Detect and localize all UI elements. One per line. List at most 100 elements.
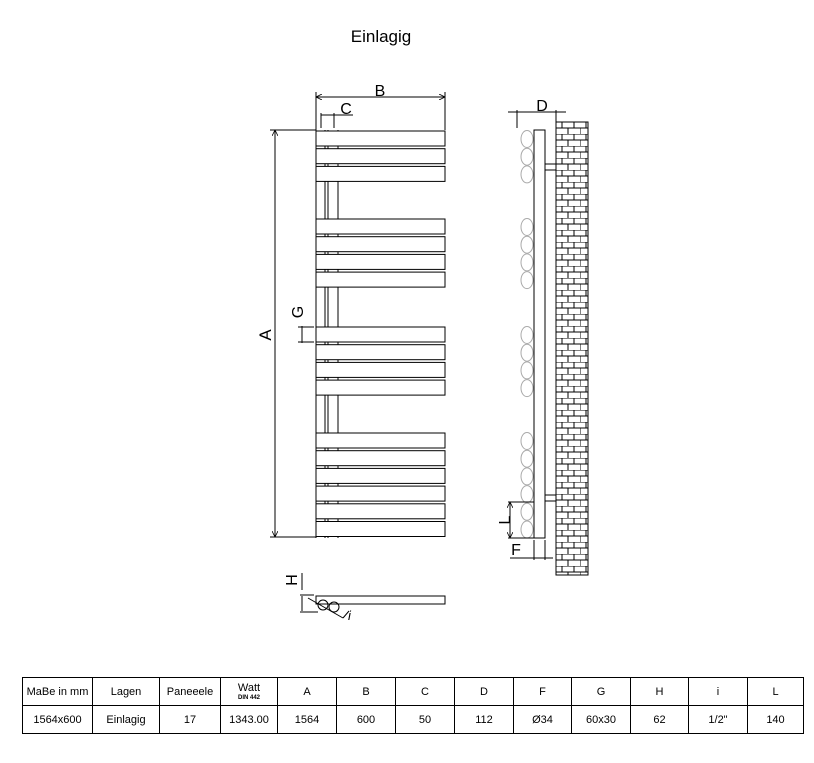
header-label: L bbox=[772, 685, 779, 698]
label-f: F bbox=[511, 542, 521, 559]
panel bbox=[315, 326, 446, 343]
table-cell: Ø34 bbox=[513, 705, 572, 734]
dimension-h bbox=[300, 573, 350, 619]
panel bbox=[315, 271, 446, 288]
table-cell: 600 bbox=[336, 705, 396, 734]
table-header-cell: i bbox=[688, 677, 748, 706]
table-cell: Einlagig bbox=[92, 705, 160, 734]
towel-oval bbox=[520, 271, 534, 290]
diagram-title: Einlagig bbox=[350, 27, 412, 46]
table-header-cell: A bbox=[277, 677, 337, 706]
panel bbox=[315, 361, 446, 378]
towel-oval bbox=[520, 520, 534, 539]
header-label: G bbox=[596, 685, 606, 698]
radiator-top-view bbox=[315, 595, 446, 605]
label-h: H bbox=[284, 574, 301, 586]
table-cell: 1/2" bbox=[688, 705, 748, 734]
header-label: Paneeele bbox=[166, 685, 214, 698]
header-label: D bbox=[480, 685, 488, 698]
table-cell: 17 bbox=[159, 705, 221, 734]
dimension-b bbox=[315, 92, 446, 130]
towel-oval bbox=[520, 165, 534, 184]
towel-oval bbox=[520, 449, 534, 468]
header-label: i bbox=[716, 685, 720, 698]
panel bbox=[315, 379, 446, 396]
table-cell: 140 bbox=[747, 705, 804, 734]
panel bbox=[315, 218, 446, 235]
towel-oval bbox=[520, 467, 534, 486]
header-label: H bbox=[655, 685, 664, 698]
table-cell: 62 bbox=[630, 705, 689, 734]
header-label: B bbox=[362, 685, 370, 698]
label-g: G bbox=[290, 306, 307, 318]
table-header-cell: B bbox=[336, 677, 396, 706]
wall-icon bbox=[555, 121, 589, 576]
table-header-cell: G bbox=[571, 677, 631, 706]
dimension-a bbox=[270, 129, 316, 538]
towel-oval bbox=[520, 485, 534, 504]
towel-oval bbox=[520, 502, 534, 521]
header-sublabel: DIN 442 bbox=[237, 695, 260, 701]
towel-oval bbox=[520, 343, 534, 362]
towel-oval bbox=[520, 130, 534, 148]
table-cell: 60x30 bbox=[571, 705, 631, 734]
bracket-top bbox=[544, 163, 557, 171]
table-cell: 1343.00 bbox=[220, 705, 278, 734]
towel-oval bbox=[520, 253, 534, 272]
panel bbox=[315, 450, 446, 467]
panel bbox=[315, 521, 446, 537]
table-header-cell: F bbox=[513, 677, 572, 706]
table-header-cell: L bbox=[747, 677, 804, 706]
dimension-l bbox=[508, 501, 534, 539]
bracket-bottom bbox=[544, 494, 557, 502]
panel bbox=[315, 148, 446, 165]
towel-oval bbox=[520, 147, 534, 166]
panel bbox=[315, 467, 446, 484]
panel bbox=[315, 344, 446, 361]
radiator-drawing: A B C G D L F bbox=[256, 83, 589, 623]
label-d: D bbox=[536, 98, 548, 115]
header-label: MaBe in mm bbox=[26, 685, 89, 698]
panel bbox=[315, 503, 446, 520]
dimension-g bbox=[298, 326, 314, 343]
label-l: L bbox=[497, 515, 514, 524]
panel bbox=[315, 165, 446, 182]
table-cell: 112 bbox=[454, 705, 514, 734]
towel-oval bbox=[520, 235, 534, 254]
table-cell: 1564x600 bbox=[22, 705, 93, 734]
panel bbox=[315, 253, 446, 270]
towel-oval bbox=[520, 218, 534, 236]
panel bbox=[315, 485, 446, 502]
header-label: Lagen bbox=[110, 685, 142, 698]
panel bbox=[315, 130, 446, 147]
panel bbox=[315, 432, 446, 449]
label-b: B bbox=[375, 83, 386, 100]
label-i: i bbox=[348, 608, 352, 623]
towel-oval bbox=[520, 361, 534, 380]
towel-oval bbox=[520, 432, 534, 450]
header-label: A bbox=[303, 685, 311, 698]
label-c: C bbox=[340, 101, 352, 118]
label-a: A bbox=[256, 329, 275, 341]
dimension-d bbox=[508, 110, 566, 128]
table-header-cell: H bbox=[630, 677, 689, 706]
towel-ovals bbox=[520, 130, 534, 539]
panel bbox=[315, 236, 446, 253]
table-cell: 50 bbox=[395, 705, 455, 734]
header-label: F bbox=[539, 685, 546, 698]
dimension-f bbox=[510, 540, 553, 560]
table-cell: 1564 bbox=[277, 705, 337, 734]
towel-oval bbox=[520, 379, 534, 398]
table-header-cell: Paneeele bbox=[159, 677, 221, 706]
header-label: C bbox=[421, 685, 429, 698]
table-header-cell: C bbox=[395, 677, 455, 706]
towel-oval bbox=[520, 326, 534, 344]
panels bbox=[315, 130, 446, 537]
dimension-c bbox=[320, 113, 353, 128]
table-header-cell: MaBe in mm bbox=[22, 677, 93, 706]
table-header-cell: Lagen bbox=[92, 677, 160, 706]
radiator-side bbox=[533, 129, 546, 539]
